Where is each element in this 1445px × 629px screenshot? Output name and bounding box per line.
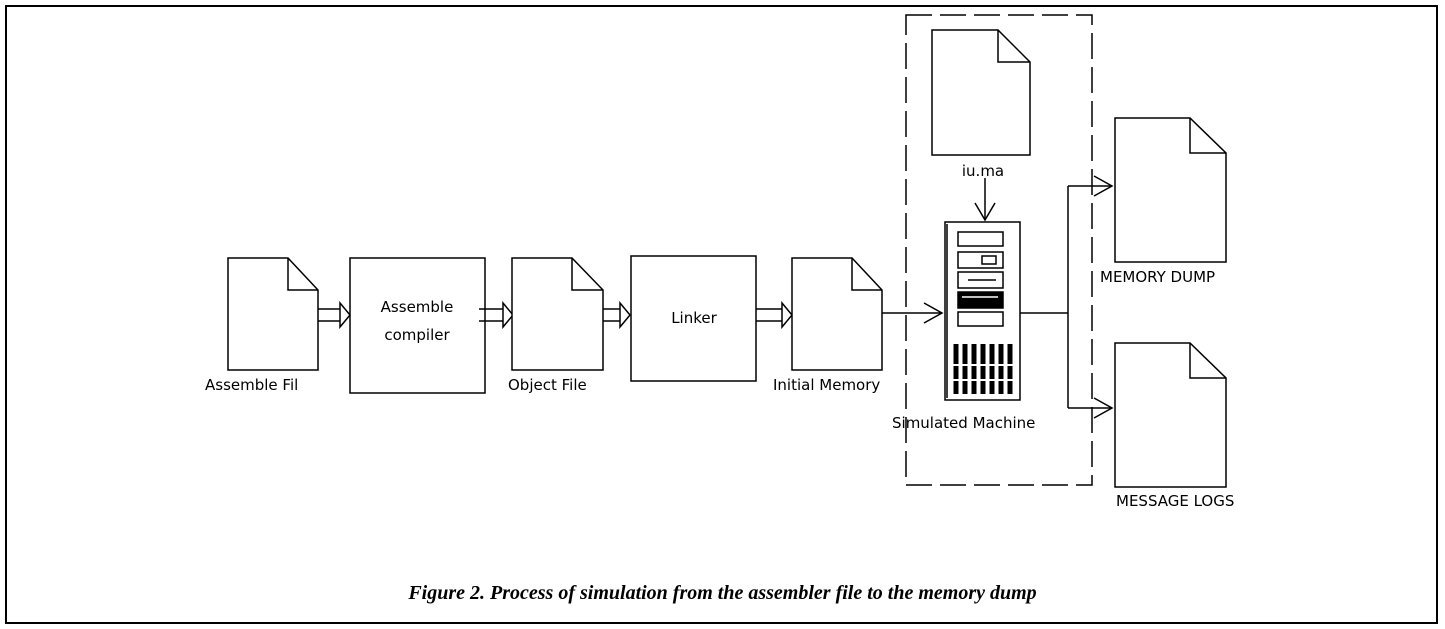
initial-memory-label: Initial Memory [773, 376, 880, 394]
assemble-file-label: Assemble Fil [205, 376, 298, 394]
message-logs-label: MESSAGE LOGS [1116, 492, 1234, 510]
arrow-assemble-to-compiler [318, 303, 350, 327]
figure-caption: Figure 2. Process of simulation from the… [0, 582, 1445, 605]
assembler-label-line1: Assemble [381, 298, 454, 316]
iu-ma-doc [932, 30, 1030, 155]
object-file-doc [512, 258, 603, 370]
memory-dump-label: MEMORY DUMP [1100, 268, 1215, 286]
arrow-memory-to-machine [882, 303, 942, 323]
arrow-iuma-to-machine [975, 178, 995, 220]
arrow-object-to-linker [603, 303, 630, 327]
assembler-label-line2: compiler [384, 326, 450, 344]
initial-memory-doc [792, 258, 882, 370]
simulated-machine-label: Simulated Machine [892, 414, 1035, 432]
iu-ma-label: iu.ma [962, 162, 1004, 180]
output-branch [1020, 176, 1112, 418]
linker-label: Linker [671, 309, 717, 327]
object-file-label: Object File [508, 376, 587, 394]
memory-dump-doc [1115, 118, 1226, 262]
computer-tower-icon [945, 222, 1020, 400]
message-logs-doc [1115, 343, 1226, 487]
arrow-linker-to-memory [756, 303, 792, 327]
assemble-file-doc [228, 258, 318, 370]
